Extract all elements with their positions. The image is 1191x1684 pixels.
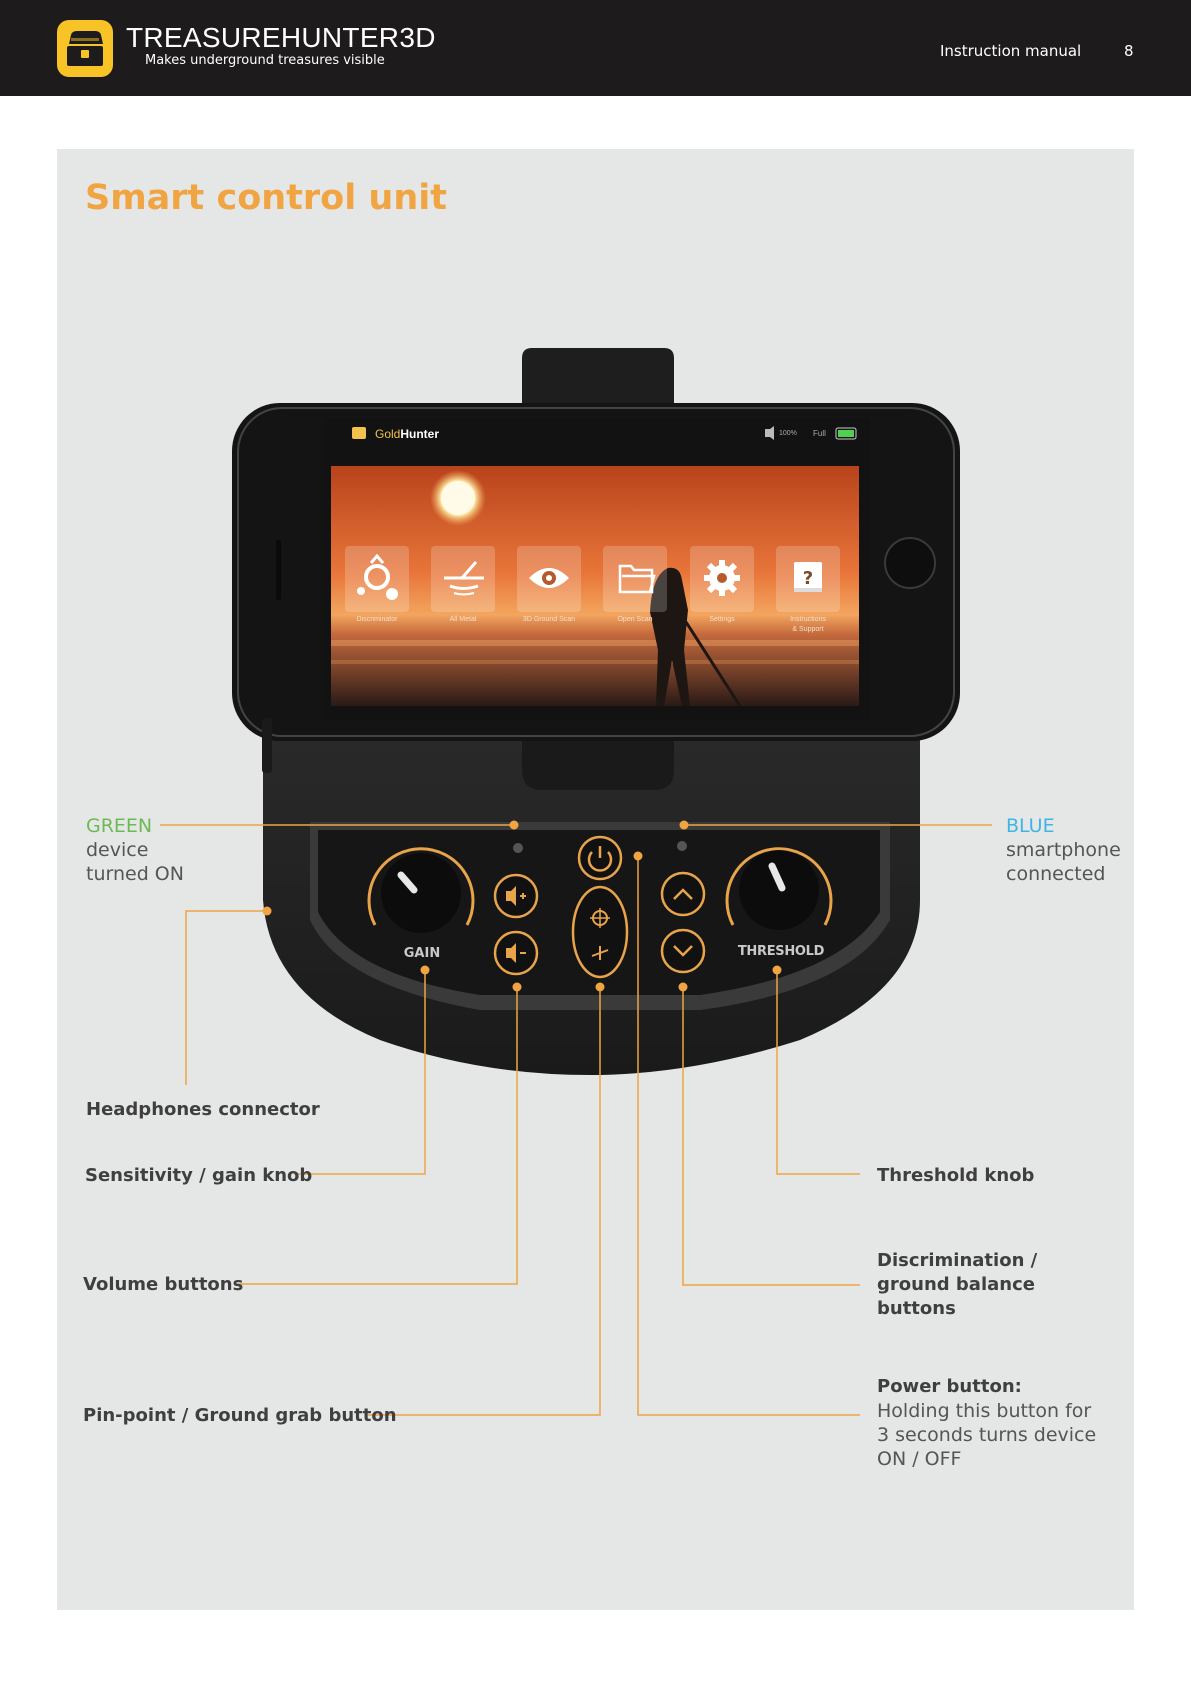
blue-led-line2: connected <box>1006 863 1106 885</box>
green-led-line1: device <box>86 839 149 861</box>
power-callout-heading: Power button: <box>877 1376 1022 1397</box>
phone-clamp-bottom <box>522 735 674 790</box>
brand-title: TREASUREHUNTER3D <box>126 22 436 53</box>
green-led <box>513 843 523 853</box>
volume-level: 100% <box>779 430 797 437</box>
menu-label-discriminator[interactable]: Discriminator <box>356 616 398 623</box>
menu-label-3d-ground-scan[interactable]: 3D Ground Scan <box>522 616 576 623</box>
power-callout-line2: 3 seconds turns device <box>877 1424 1097 1446</box>
power-callout-line1: Holding this button for <box>877 1400 1092 1422</box>
battery-status: Full <box>813 429 826 438</box>
pinpoint-callout: Pin-point / Ground grab button <box>83 1405 397 1426</box>
discrimination-down-button <box>660 928 706 974</box>
ring-coin-icon <box>364 553 390 590</box>
folder-icon <box>618 564 656 594</box>
power-callout-line3: ON / OFF <box>877 1448 962 1470</box>
menu-label-settings[interactable]: Settings <box>709 616 735 623</box>
treasure-chest-logo-icon <box>57 20 113 77</box>
document-label: Instruction manual <box>940 42 1082 60</box>
gear-icon <box>704 560 740 596</box>
section-title: Smart control unit <box>85 178 447 218</box>
menu-label-open-scan[interactable]: Open Scan <box>617 616 653 623</box>
app-logo-icon <box>352 427 366 439</box>
person-silhouette <box>650 567 690 706</box>
blue-led-heading: BLUE <box>1006 815 1055 837</box>
headphones-callout: Headphones connector <box>86 1099 320 1120</box>
svg-text:?: ? <box>803 568 813 589</box>
page-number: 8 <box>1124 42 1134 60</box>
battery-icon <box>838 430 854 437</box>
menu-label-support: & Support <box>792 626 824 633</box>
discrimination-up-button <box>660 871 706 917</box>
callout-lines <box>160 824 992 1416</box>
page-header <box>0 0 1191 96</box>
threshold-label: THRESHOLD <box>737 944 825 959</box>
eye-icon <box>529 568 569 588</box>
pinpoint-ground-grab-button <box>571 885 629 979</box>
green-led-heading: GREEN <box>86 815 153 837</box>
callout-dots <box>262 820 782 992</box>
threshold-knob <box>739 850 819 930</box>
discrimination-callout-line1: Discrimination / <box>877 1250 1038 1271</box>
sunset-background <box>331 466 859 706</box>
menu-label-all-metal[interactable]: All Metal <box>449 616 477 623</box>
gain-knob <box>381 853 461 933</box>
menu-label-instructions[interactable]: Instructions <box>790 616 826 623</box>
gain-callout: Sensitivity / gain knob <box>85 1165 313 1186</box>
gain-label: GAIN <box>403 946 441 961</box>
app-brand: GoldHunter <box>375 427 439 441</box>
app-brand-gold: Gold <box>375 427 401 441</box>
discrimination-callout-line2: ground balance <box>877 1274 1035 1295</box>
volume-icon <box>765 426 774 440</box>
blue-led-line1: smartphone <box>1006 839 1121 861</box>
volume-callout: Volume buttons <box>83 1274 244 1295</box>
blue-led <box>677 841 687 851</box>
discrimination-callout-line3: buttons <box>877 1298 956 1319</box>
threshold-callout: Threshold knob <box>877 1165 1035 1186</box>
green-led-line2: turned ON <box>86 863 184 885</box>
app-brand-white: Hunter <box>400 427 440 441</box>
metal-detector-icon <box>444 561 484 596</box>
home-button <box>884 537 936 589</box>
brand-subtitle: Makes underground treasures visible <box>145 53 385 68</box>
help-book-icon: ? <box>794 562 822 592</box>
phone-clamp-top <box>522 348 674 405</box>
